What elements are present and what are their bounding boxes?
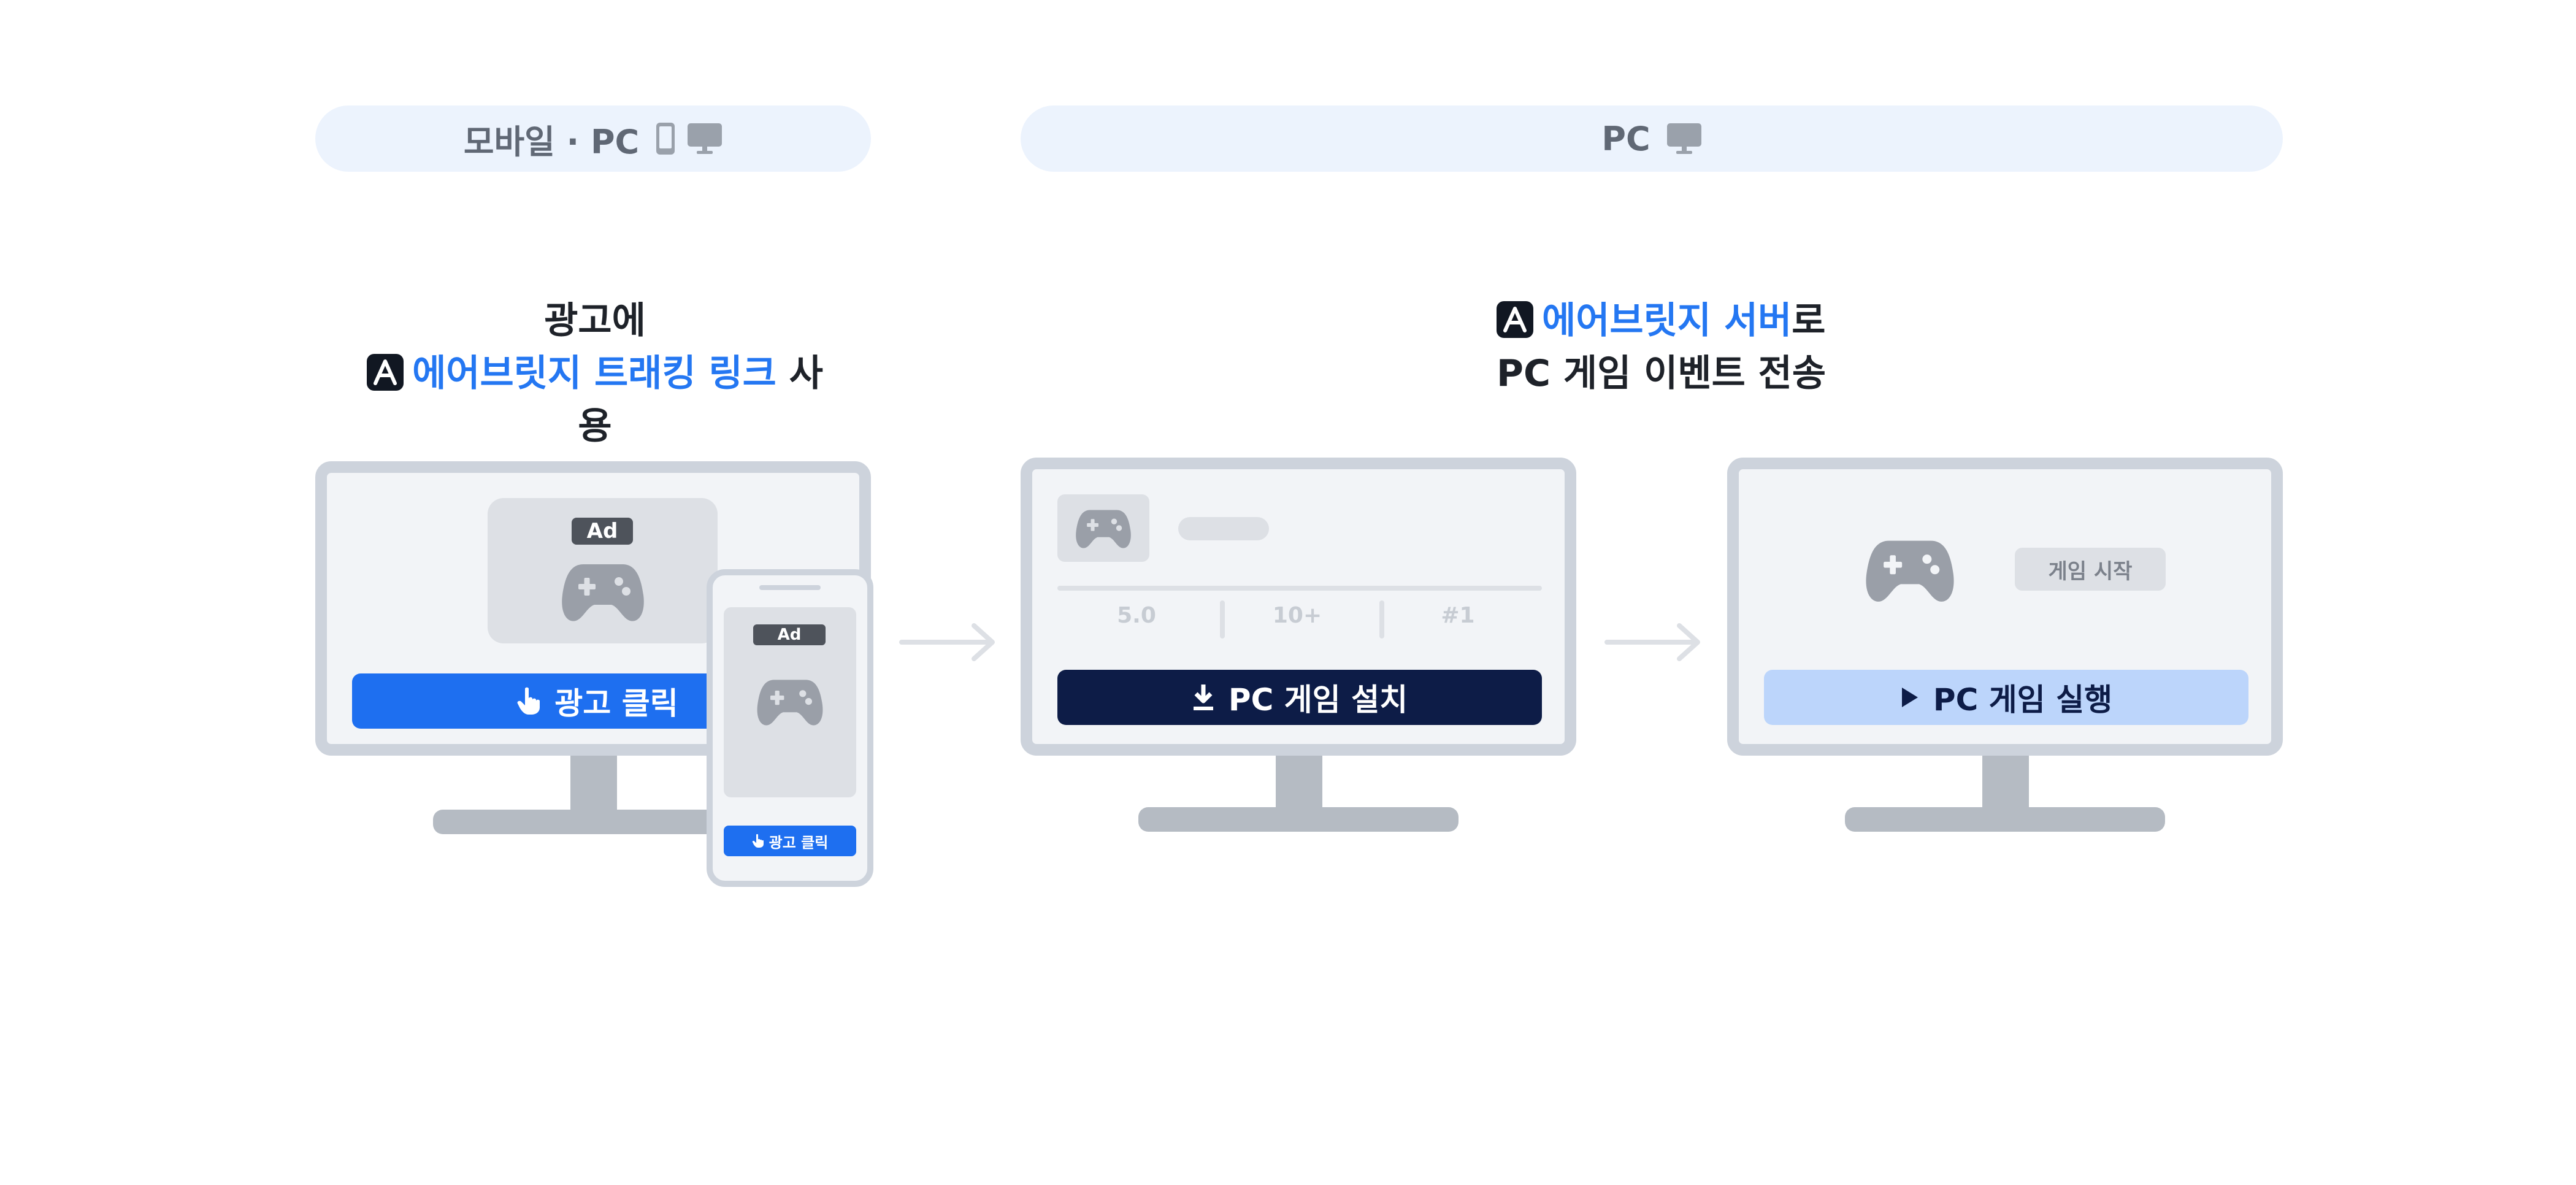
caption-right-line2: PC 게임 이벤트 전송	[1497, 352, 1827, 395]
step1-ad-badge: Ad	[572, 518, 633, 545]
hand-pointer-icon	[752, 834, 764, 848]
step2-install-button[interactable]: PC 게임 설치	[1057, 670, 1542, 725]
airbridge-logo-icon	[1497, 301, 1533, 338]
step2-monitor-foot	[1138, 807, 1459, 832]
caption-right: 에어브릿지 서버로 PC 게임 이벤트 전송	[1497, 294, 2049, 400]
gamepad-icon	[757, 680, 823, 726]
step3-monitor-neck	[1982, 756, 2029, 810]
phone-ad-badge: Ad	[753, 624, 826, 645]
arrow-right-icon	[1604, 623, 1700, 661]
step1-ad-click-label: 광고 클릭	[554, 686, 678, 721]
gamepad-icon	[1076, 510, 1131, 548]
section-pill-mobile-pc: 모바일 · PC	[315, 105, 871, 172]
caption-left-rest: 사용	[578, 352, 823, 448]
step3-run-label: PC 게임 실행	[1933, 682, 2113, 718]
play-icon	[1901, 688, 1918, 707]
desktop-monitor-icon	[1666, 123, 1701, 154]
step2-game-thumbnail	[1057, 494, 1149, 562]
phone-ad-click-label: 광고 클릭	[769, 834, 829, 851]
step3-monitor-foot	[1845, 807, 2165, 832]
step1-phone: Ad 광고 클릭	[707, 569, 873, 887]
step2-title-placeholder	[1178, 517, 1269, 540]
phone-speaker	[759, 585, 821, 590]
airbridge-logo-icon	[367, 354, 404, 391]
download-icon	[1193, 685, 1213, 710]
step1-ad-card: Ad	[488, 498, 718, 643]
step2-stat-3: #1	[1441, 603, 1475, 628]
hand-pointer-icon	[517, 687, 540, 715]
step1-monitor-foot	[433, 810, 752, 834]
caption-right-rest: 로	[1792, 299, 1826, 342]
step2-divider	[1057, 586, 1542, 591]
stat-separator	[1220, 600, 1225, 639]
gamepad-icon	[562, 564, 644, 621]
step2-stat-2: 10+	[1272, 603, 1322, 628]
step3-run-button[interactable]: PC 게임 실행	[1764, 670, 2248, 725]
pill-label-pc: PC	[1601, 119, 1650, 158]
step3-monitor-screen: 게임 시작 PC 게임 실행	[1727, 458, 2283, 756]
caption-left-link-text: 에어브릿지 트래킹 링크	[412, 352, 776, 395]
desktop-monitor-icon	[688, 123, 723, 154]
step2-stat-1: 5.0	[1117, 603, 1156, 628]
step3-game-start-chip: 게임 시작	[2015, 548, 2166, 591]
phone-ad-card: Ad	[724, 607, 856, 797]
caption-left-line1: 광고에	[544, 299, 646, 342]
caption-right-server-text: 에어브릿지 서버	[1542, 299, 1792, 342]
mobile-phone-icon	[656, 123, 675, 155]
step2-install-label: PC 게임 설치	[1228, 682, 1408, 718]
step2-monitor-neck	[1276, 756, 1322, 810]
pill-label-mobile-pc: 모바일 · PC	[463, 122, 640, 161]
phone-ad-click-button[interactable]: 광고 클릭	[724, 826, 856, 856]
caption-left: 광고에 에어브릿지 트래킹 링크 사용	[362, 294, 828, 453]
step2-monitor-screen: 5.0 10+ #1 PC 게임 설치	[1021, 458, 1576, 756]
step1-monitor-neck	[570, 756, 617, 812]
arrow-right-icon	[899, 623, 995, 661]
gamepad-icon	[1866, 540, 1954, 602]
stat-separator	[1379, 600, 1384, 639]
section-pill-pc: PC	[1021, 105, 2283, 172]
